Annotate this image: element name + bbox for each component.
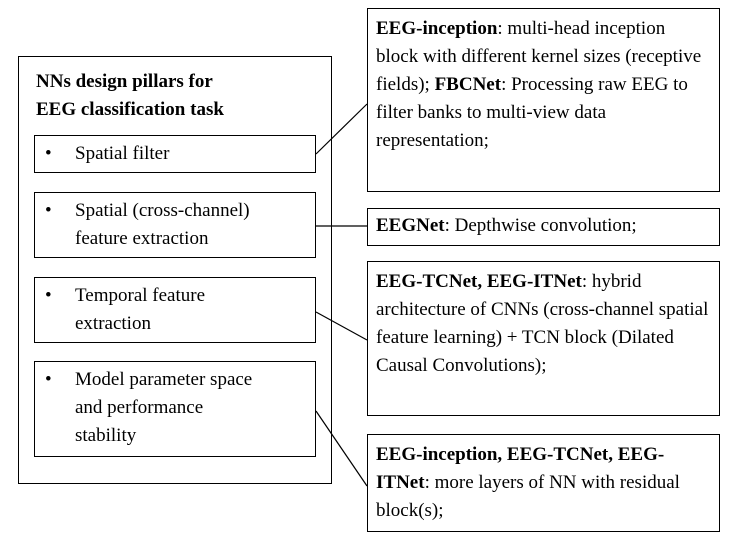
bullet: • — [45, 285, 52, 306]
pillar-model-parameter-stability: • Model parameter space and performance … — [34, 361, 316, 457]
ref-model-name: EEG-inception — [376, 18, 498, 39]
connector-line — [315, 103, 368, 155]
ref-box-model-stability: EEG-inception, EEG-TCNet, EEG-ITNet: mor… — [367, 434, 720, 532]
ref-description: : multi-head inception block with differ… — [376, 18, 702, 95]
pillar-label: Model parameter space and performance st… — [75, 369, 253, 446]
ref-description: : Processing raw EEG to filter banks to … — [376, 74, 688, 151]
ref-description: : hybrid architecture of CNNs (cross-cha… — [376, 271, 709, 376]
ref-box-temporal-feature: EEG-TCNet, EEG-ITNet: hybrid architectur… — [367, 261, 720, 416]
pillar-label: Spatial filter — [75, 143, 170, 164]
ref-box-spatial-filter: EEG-inception: multi-head inception bloc… — [367, 8, 720, 192]
bullet: • — [45, 369, 52, 390]
ref-description: : more layers of NN with residual block(… — [376, 472, 680, 521]
ref-description: : Depthwise convolution; — [444, 215, 637, 236]
connector-line — [315, 410, 368, 487]
pillar-label: Temporal feature extraction — [75, 285, 206, 334]
ref-box-spatial-feature: EEGNet: Depthwise convolution; — [367, 208, 720, 246]
ref-model-name: FBCNet — [434, 74, 502, 95]
ref-model-name: EEGNet — [376, 215, 445, 236]
bullet: • — [45, 200, 52, 221]
connector-line — [315, 311, 368, 341]
pillar-spatial-filter: • Spatial filter — [34, 135, 316, 173]
pillar-label: Spatial (cross-channel) feature extracti… — [75, 200, 250, 249]
ref-model-name: EEG-inception, EEG-TCNet, EEG-ITNet — [376, 444, 665, 493]
pillar-temporal-feature-extraction: • Temporal feature extraction — [34, 277, 316, 343]
ref-model-name: EEG-TCNet, EEG-ITNet — [376, 271, 582, 292]
pillar-spatial-feature-extraction: • Spatial (cross-channel) feature extrac… — [34, 192, 316, 258]
bullet: • — [45, 143, 52, 164]
pillars-title: NNs design pillars for EEG classificatio… — [36, 71, 224, 120]
